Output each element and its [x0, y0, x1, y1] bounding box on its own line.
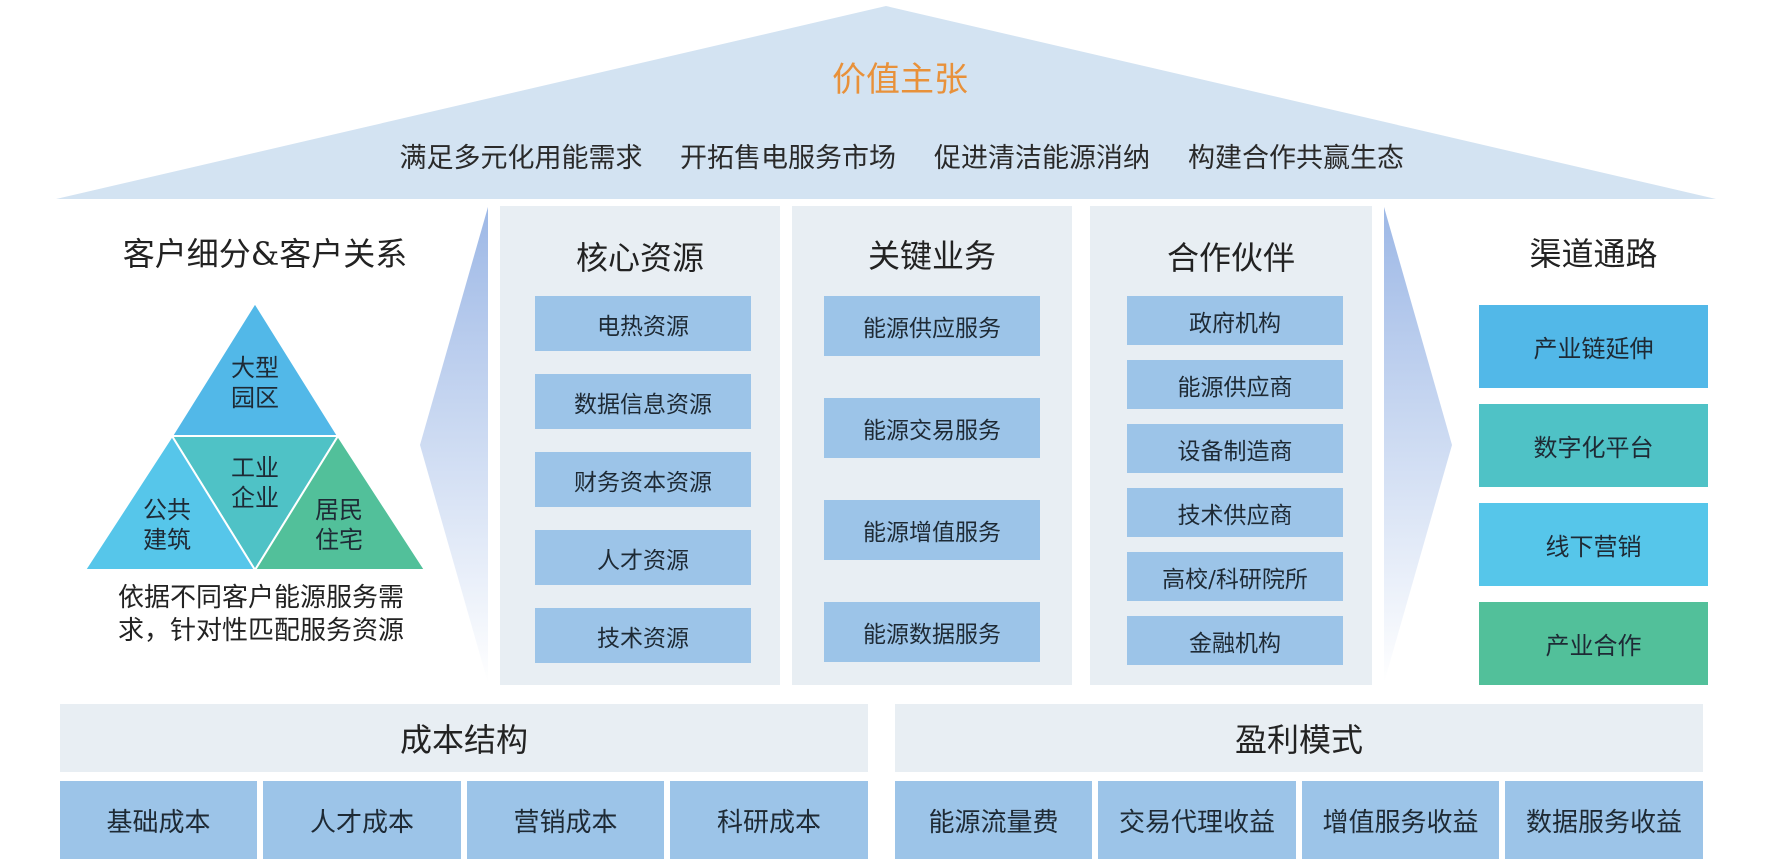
- partner-item: 金融机构: [1127, 616, 1343, 665]
- segment-right-label: 居民 住宅: [315, 496, 363, 554]
- segments-description: 依据不同客户能源服务需求，针对性匹配服务资源: [117, 583, 404, 646]
- value-proposition-item: 开拓售电服务市场: [680, 142, 896, 174]
- core-resource-item: 电热资源: [535, 296, 751, 351]
- revenue-item: 数据服务收益: [1505, 781, 1703, 859]
- core-resource-item: 人才资源: [535, 530, 751, 585]
- cost-structure-title: 成本结构: [60, 704, 868, 772]
- partner-item: 高校/科研院所: [1127, 552, 1343, 601]
- value-proposition-item: 促进清洁能源消纳: [934, 142, 1150, 174]
- segment-right-shape: [253, 434, 427, 571]
- cost-item: 科研成本: [670, 781, 868, 859]
- key-activity-item: 能源供应服务: [824, 296, 1040, 356]
- channels-title: 渠道通路: [1529, 235, 1658, 273]
- value-proposition-item: 满足多元化用能需求: [399, 142, 643, 174]
- left-funnel: [420, 207, 488, 683]
- core-resources-panel: [500, 206, 780, 685]
- key-activity-item: 能源增值服务: [824, 500, 1040, 560]
- value-proposition-item: 构建合作共赢生态: [1188, 142, 1404, 174]
- segments-title: 客户细分&客户关系: [122, 235, 408, 273]
- core-resource-item: 财务资本资源: [535, 452, 751, 507]
- customer-triangle: [83, 301, 427, 572]
- key-activities-title: 关键业务: [867, 237, 996, 275]
- channel-item: 产业合作: [1479, 602, 1708, 685]
- value-proposition-roof: [56, 6, 1716, 199]
- revenue-item: 能源流量费: [895, 781, 1092, 859]
- partner-item: 设备制造商: [1127, 424, 1343, 473]
- partner-item: 政府机构: [1127, 296, 1343, 345]
- cost-item: 基础成本: [60, 781, 257, 859]
- value-proposition-title: 价值主张: [832, 59, 968, 100]
- segment-left-shape: [83, 434, 257, 571]
- segment-left-label: 公共 建筑: [143, 496, 191, 554]
- key-activity-item: 能源数据服务: [824, 602, 1040, 662]
- segment-top-label: 大型 园区: [231, 354, 279, 412]
- channel-item: 线下营销: [1479, 503, 1708, 586]
- channel-item: 产业链延伸: [1479, 305, 1708, 388]
- channel-item: 数字化平台: [1479, 404, 1708, 487]
- core-resources-title: 核心资源: [575, 239, 704, 277]
- revenue-item: 增值服务收益: [1302, 781, 1499, 859]
- revenue-item: 交易代理收益: [1098, 781, 1296, 859]
- core-resource-item: 技术资源: [535, 608, 751, 663]
- partners-title: 合作伙伴: [1166, 239, 1295, 277]
- segment-center-label: 工业 企业: [231, 454, 279, 512]
- core-resource-item: 数据信息资源: [535, 374, 751, 429]
- revenue-model-title: 盈利模式: [895, 704, 1703, 772]
- partner-item: 技术供应商: [1127, 488, 1343, 537]
- partner-item: 能源供应商: [1127, 360, 1343, 409]
- key-activity-item: 能源交易服务: [824, 398, 1040, 458]
- cost-item: 营销成本: [467, 781, 664, 859]
- cost-item: 人才成本: [263, 781, 461, 859]
- right-funnel: [1384, 207, 1452, 683]
